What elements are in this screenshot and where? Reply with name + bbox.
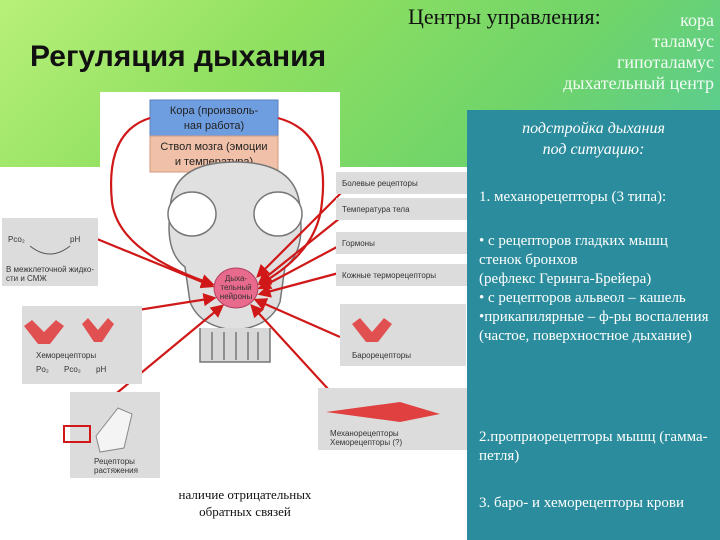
panel-heading: подстройка дыхания под ситуацию: xyxy=(522,120,665,158)
resp-center-line: нейроны xyxy=(220,292,253,301)
cortex-box-line: Кора (произволь- xyxy=(170,105,259,117)
mechano-heading: 1. механорецепторы (3 типа): xyxy=(479,189,667,205)
csf-label: pH xyxy=(70,235,80,244)
mechano-list: • с рецепторов гладких мышц стенок бронх… xyxy=(467,232,720,346)
chemo-panel xyxy=(22,306,142,384)
resp-center-line: тельный xyxy=(220,283,251,292)
receptor-labels-right: Болевые рецепторы Температура тела Гормо… xyxy=(336,172,468,286)
feedback-marker xyxy=(63,425,91,443)
csf-panel xyxy=(2,218,98,286)
carotid-icon xyxy=(24,320,64,344)
proprio-item: 2.проприорецепторы мышц (гамма-петля) xyxy=(479,429,708,464)
mechano-label: Хеморецепторы (?) xyxy=(330,438,402,447)
center-item: гипоталамус xyxy=(617,52,714,72)
chemo-label: pH xyxy=(96,365,106,374)
brainstem-box-line: Ствол мозга (эмоции xyxy=(160,141,267,153)
list-item: •прикапилярные – ф-ры воспаления (частое… xyxy=(479,309,709,344)
list-item: (рефлекс Геринга-Брейера) xyxy=(479,271,652,287)
muscle-icon xyxy=(326,402,440,422)
svg-text:Гормоны: Гормоны xyxy=(342,239,375,248)
list-item: • с рецепторов альвеол – кашель xyxy=(479,290,686,306)
center-item: дыхательный центр xyxy=(563,73,714,93)
cortex-box-line: ная работа) xyxy=(184,120,244,132)
mechano-label: Механорецепторы xyxy=(330,429,399,438)
csf-label: сти и СМЖ xyxy=(6,274,47,283)
svg-text:Температура тела: Температура тела xyxy=(342,205,410,214)
svg-text:Кожные терморецепторы: Кожные терморецепторы xyxy=(342,271,436,280)
centers-list: кора таламус гипоталамус дыхательный цен… xyxy=(563,10,714,94)
centers-label: Центры управления: xyxy=(408,4,601,29)
info-panel: подстройка дыхания под ситуацию: 1. меха… xyxy=(467,110,720,540)
carotid-icon-2 xyxy=(82,318,114,342)
slide-title: Регуляция дыхания xyxy=(30,40,327,73)
stretch-label: растяжения xyxy=(94,466,138,475)
chemo-label: Хеморецепторы xyxy=(36,351,96,360)
csf-arrow xyxy=(29,245,71,255)
chemo-label: Po₂ xyxy=(36,365,49,374)
lung-icon xyxy=(95,407,133,453)
csf-label: В межклеточной жидко- xyxy=(6,265,94,274)
center-item: кора xyxy=(680,10,714,30)
artery-icon xyxy=(352,318,392,342)
svg-text:Болевые рецепторы: Болевые рецепторы xyxy=(342,179,418,188)
stretch-label: Рецепторы xyxy=(94,457,135,466)
baro-item: 3. баро- и хеморецепторы крови xyxy=(479,495,685,511)
baroreceptors-label: Барорецепторы xyxy=(352,351,411,360)
resp-center-line: Дыха- xyxy=(225,274,248,283)
respiration-diagram: Кора (произволь- ная работа) Ствол мозга… xyxy=(0,92,470,540)
chemo-label: Pco₂ xyxy=(64,365,81,374)
list-item: • с рецепторов гладких мышц стенок бронх… xyxy=(479,233,668,268)
footnote: наличие отрицательных обратных связей xyxy=(178,487,312,519)
csf-label: Pco₂ xyxy=(8,235,25,244)
center-item: таламус xyxy=(652,31,714,51)
